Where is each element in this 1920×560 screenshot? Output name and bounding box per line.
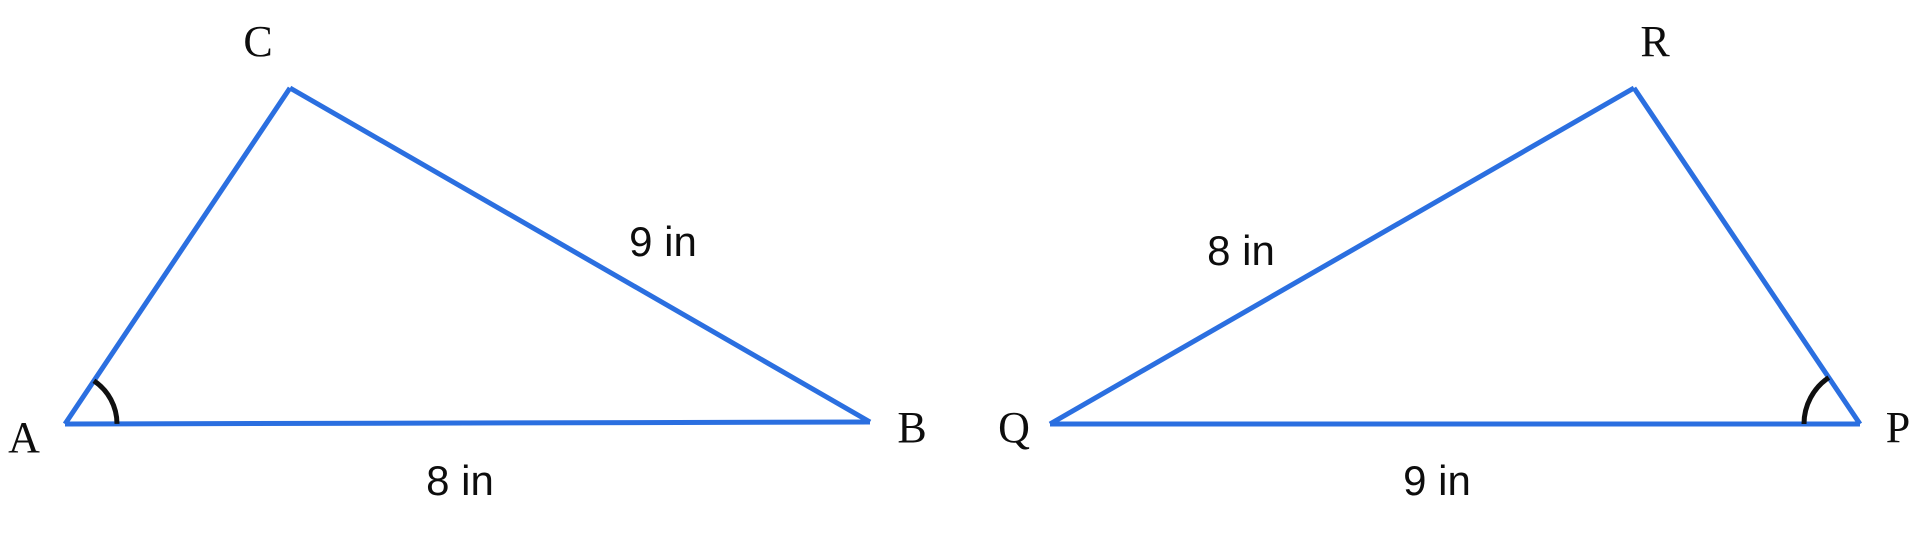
vertex-label-r: R	[1640, 17, 1670, 66]
vertex-label-a: A	[8, 413, 40, 462]
triangle-abc-group: C A B 9 in 8 in	[8, 17, 927, 504]
angle-arc-a	[92, 378, 120, 424]
vertex-label-c: C	[243, 17, 272, 66]
vertex-label-b: B	[897, 403, 926, 452]
side-length-label-ab: 8 in	[426, 457, 494, 504]
side-length-label-cb: 9 in	[629, 218, 697, 265]
side-length-label-qp: 9 in	[1403, 457, 1471, 504]
edge-rp	[1631, 86, 1863, 426]
edge-ac	[62, 86, 293, 426]
edge-ab	[64, 419, 871, 427]
side-length-label-qr: 8 in	[1207, 227, 1275, 274]
edge-qr	[1048, 85, 1636, 427]
edge-cb	[288, 85, 872, 425]
vertex-label-p: P	[1886, 403, 1910, 452]
triangle-pqr-group: R Q P 8 in 9 in	[998, 17, 1910, 504]
angle-arc-p	[1801, 375, 1831, 425]
vertex-label-q: Q	[998, 403, 1030, 452]
